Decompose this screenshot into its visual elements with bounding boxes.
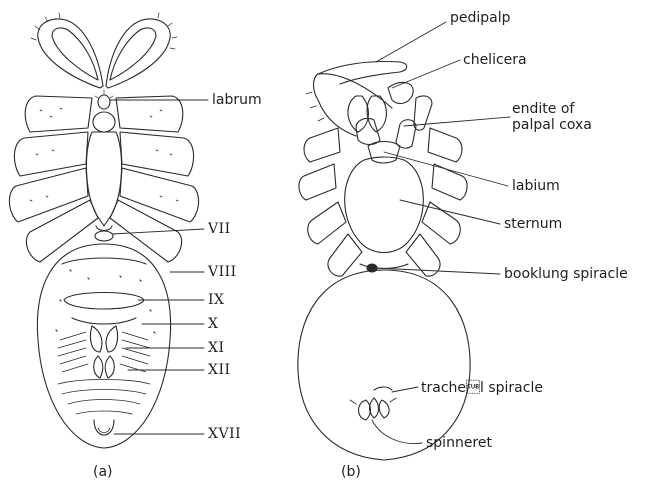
limb-bud-right-1 — [116, 96, 183, 132]
leg-left-3 — [308, 202, 346, 244]
panel-b-drawing — [298, 62, 470, 461]
labrum-shape — [98, 95, 110, 109]
label-endite-line2: palpal coxa — [512, 117, 592, 133]
label-labium: labium — [512, 178, 560, 194]
label-spinneret: spinneret — [426, 435, 492, 451]
caption-panel-a: (a) — [93, 464, 113, 480]
label-segment-xii: XII — [208, 362, 231, 378]
leg-left-4 — [328, 234, 362, 276]
prosoma-sternum — [86, 132, 121, 226]
label-segment-x: X — [208, 316, 218, 332]
label-sternum: sternum — [504, 216, 562, 232]
leg-left-2 — [299, 164, 336, 200]
label-labrum: labrum — [212, 92, 262, 108]
label-segment-xvii: XVII — [208, 426, 241, 442]
chelicera-shape — [348, 96, 368, 132]
abdomen-outline — [298, 270, 470, 460]
limb-bud-left-2 — [14, 132, 88, 176]
label-segment-viii: VIII — [208, 264, 237, 280]
sternum-shape — [345, 157, 424, 253]
label-segment-xi: XI — [208, 340, 225, 356]
limb-bud-left-1 — [25, 96, 92, 132]
tracheal-spiracle-shape — [374, 387, 392, 390]
leg-right-3 — [422, 202, 460, 244]
caption-panel-b: (b) — [341, 464, 361, 480]
booklung-spiracle-shape — [367, 264, 377, 272]
spinneret-shape — [359, 400, 371, 420]
label-segment-vii: VII — [208, 221, 231, 237]
label-endite-line1: endite of — [512, 101, 574, 117]
leg-right-2 — [432, 164, 467, 200]
label-tracheal-spiracle: trachel spiracle — [421, 380, 543, 396]
label-segment-ix: IX — [208, 292, 225, 308]
leg-right-1 — [428, 128, 462, 162]
label-pedipalp: pedipalp — [450, 10, 511, 26]
label-booklung-spiracle: booklung spiracle — [504, 266, 628, 282]
leg-left-1 — [304, 128, 340, 162]
limb-bud-right-2 — [120, 132, 194, 176]
limb-bud-left-4 — [26, 200, 98, 262]
label-chelicera: chelicera — [463, 52, 527, 68]
opisthosoma-outline — [37, 244, 170, 448]
